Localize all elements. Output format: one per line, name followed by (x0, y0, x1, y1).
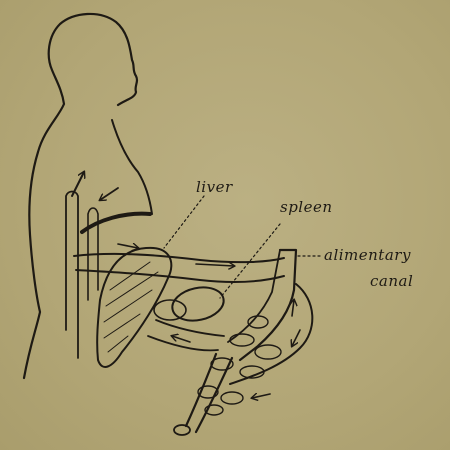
liver-hatching (103, 261, 159, 353)
spleen-leader (219, 223, 281, 299)
spleen-lobe (153, 299, 187, 321)
alimentary-label-line2: canal (370, 272, 414, 290)
spleen-label: spleen (280, 198, 333, 216)
liver-leader (163, 195, 205, 249)
liver (96, 246, 173, 368)
back-neck-line (111, 119, 153, 215)
inflow-arrow (100, 187, 119, 200)
intestine-coils (197, 315, 282, 416)
vessel-end (173, 424, 191, 436)
alimentary-vessel (238, 248, 298, 362)
mesentery-arrow (292, 329, 301, 346)
return-arrow (172, 336, 191, 343)
diaphragm (80, 211, 152, 234)
liver-label: liver (196, 178, 233, 196)
mesentery-arrow-2 (292, 300, 294, 317)
body-outline (22, 12, 139, 380)
descending-vessel (184, 352, 234, 434)
vena-cava (65, 190, 79, 359)
vena-cava-arrow (71, 172, 84, 197)
spleen (171, 286, 225, 322)
connecting-branch (147, 319, 225, 352)
portal-vein (73, 252, 285, 284)
alimentary-vessel-inner (227, 249, 281, 343)
mesentery-loop (229, 283, 314, 385)
lower-arrow (252, 394, 271, 398)
portal-arrow (195, 264, 234, 266)
liver-arrow (117, 244, 138, 248)
alimentary-label-line1: alimentary (324, 246, 411, 264)
